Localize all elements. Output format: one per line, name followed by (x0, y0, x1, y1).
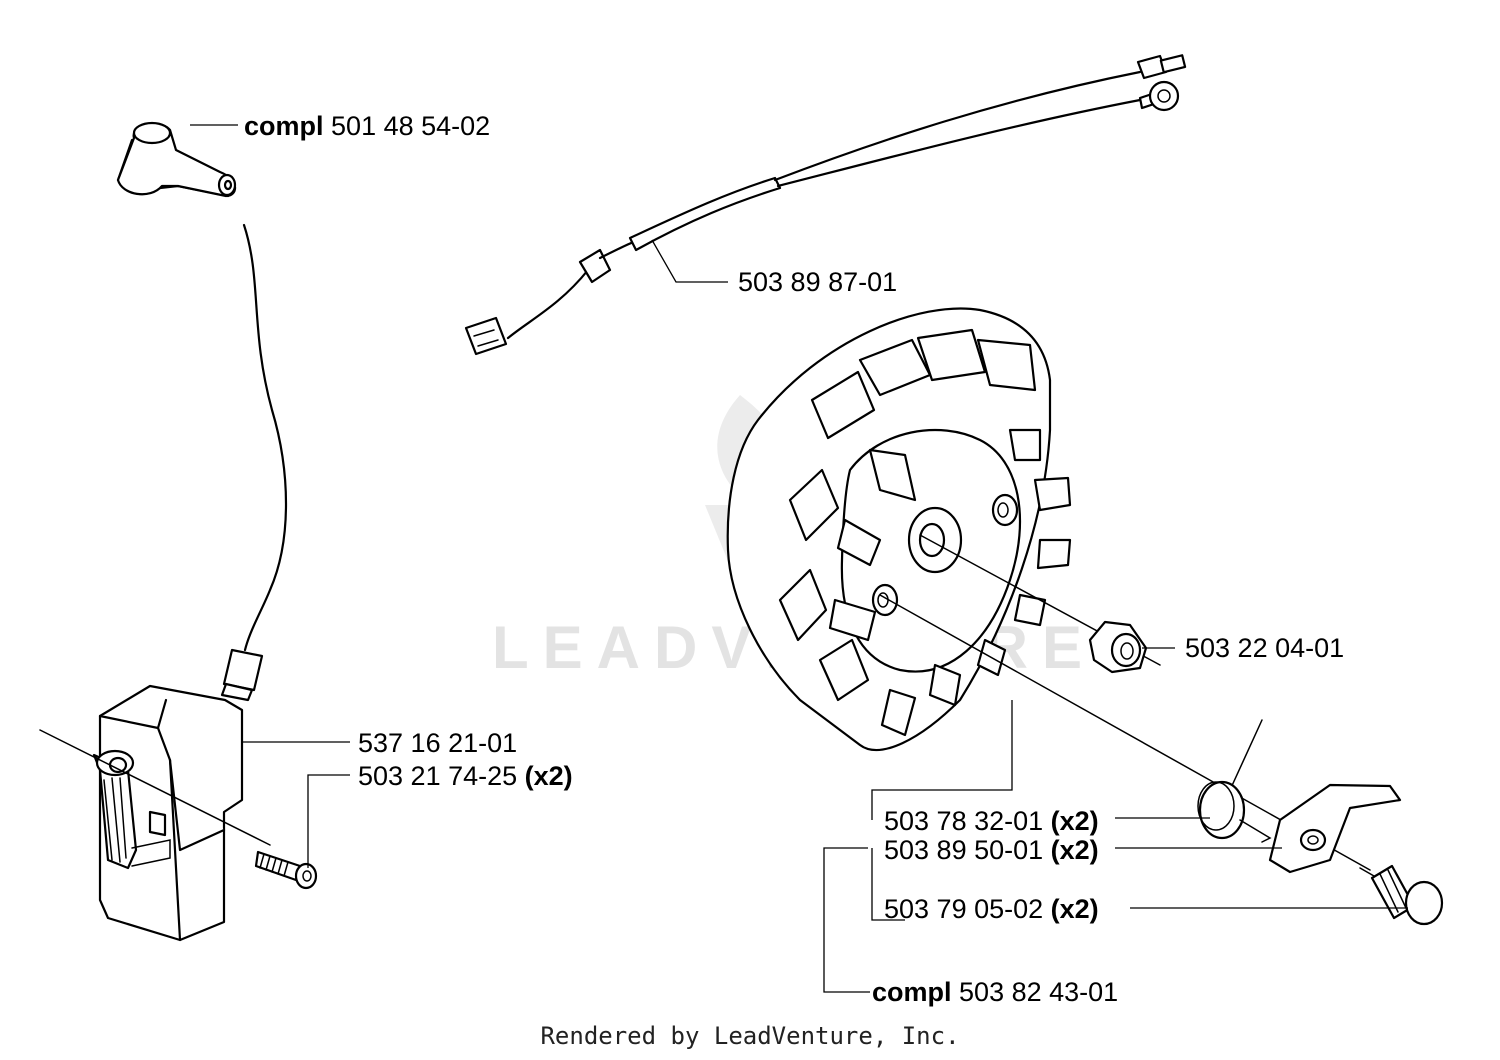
label-nut: 503 22 04-01 (1185, 633, 1344, 663)
label-spring: 503 78 32-01 (x2) (884, 806, 1099, 836)
label-module-screw: 503 21 74-25 (x2) (358, 761, 573, 791)
label-plug-cap: compl 501 48 54-02 (244, 111, 490, 141)
label-pin: 503 79 05-02 (x2) (884, 894, 1099, 924)
label-pawl: 503 89 50-01 (x2) (884, 835, 1099, 865)
spark-plug-cap-part (116, 121, 237, 198)
pawl-part (1268, 783, 1402, 874)
label-flywheel-complete: compl 503 82 43-01 (872, 977, 1118, 1007)
flywheel-part (726, 307, 1371, 871)
leader-lines (190, 124, 1408, 993)
module-screw-part (254, 850, 318, 890)
label-cable: 503 89 87-01 (738, 267, 897, 297)
part-labels: compl 501 48 54-02 503 89 87-01 503 22 0… (244, 111, 1344, 1007)
label-ignition-module: 537 16 21-01 (358, 728, 517, 758)
render-credit: Rendered by LeadVenture, Inc. (540, 1022, 960, 1050)
cable-harness-part (464, 54, 1187, 356)
pawl-pin-part (1359, 864, 1444, 926)
flywheel-nut-part (1088, 620, 1148, 674)
ignition-module-part (39, 223, 288, 942)
pawl-spring-part (1197, 719, 1272, 843)
